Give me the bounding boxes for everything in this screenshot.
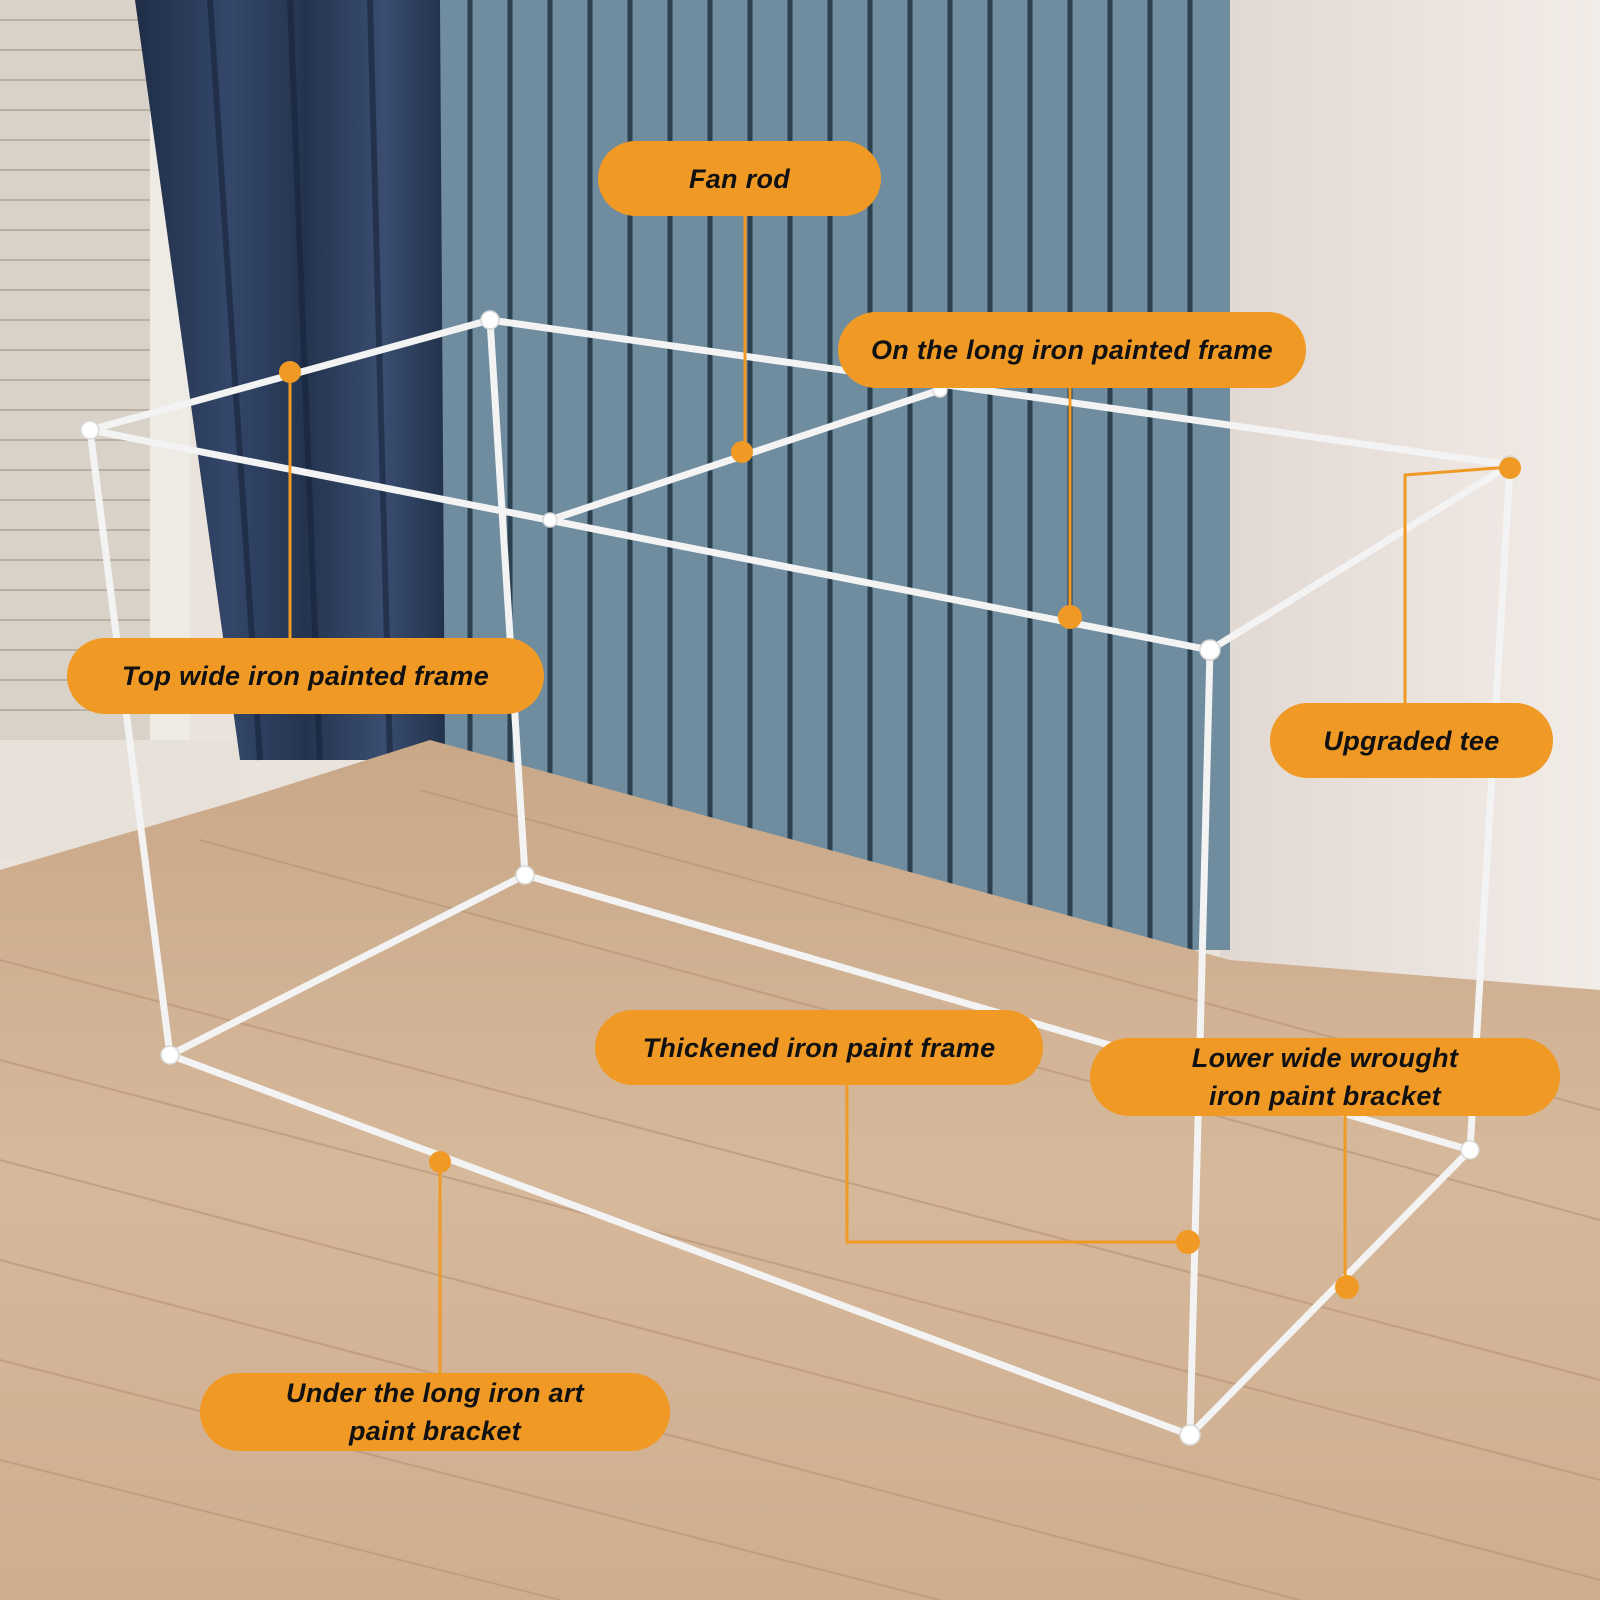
label-long-top-frame: On the long iron painted frame [838, 312, 1306, 388]
label-top-wide-frame-text: Top wide iron painted frame [121, 661, 490, 691]
label-upgraded-tee-text: Upgraded tee [1323, 725, 1500, 756]
curtain-folds [207, 0, 393, 761]
label-lower-wide-bracket-line1: Lower wide wrought [1191, 1043, 1459, 1073]
callout-dots [279, 361, 1521, 1299]
label-top-wide-frame: Top wide iron painted frame [67, 638, 544, 714]
dot-under-long-bracket [429, 1151, 451, 1173]
right-wall [1220, 0, 1600, 1010]
label-under-long-bracket-line1: Under the long iron art [286, 1378, 584, 1408]
label-long-top-frame-text: On the long iron painted frame [870, 335, 1274, 365]
label-thickened-frame-text: Thickened iron paint frame [642, 1032, 996, 1063]
dot-thickened-frame [1176, 1230, 1200, 1254]
dot-upgraded-tee [1499, 457, 1521, 479]
label-under-long-bracket: Under the long iron art paint bracket [200, 1373, 670, 1451]
dot-fan-rod [731, 441, 753, 463]
label-under-long-bracket-line2: paint bracket [349, 1416, 521, 1446]
label-fan-rod-text: Fan rod [688, 163, 791, 194]
dot-lower-wide-bracket [1335, 1275, 1359, 1299]
callout-leaders [288, 205, 1511, 1378]
dot-long-top-frame [1058, 605, 1082, 629]
leader-thickened-frame [845, 1065, 1188, 1244]
label-upgraded-tee: Upgraded tee [1270, 703, 1553, 778]
dot-top-wide-frame [279, 361, 301, 383]
label-thickened-frame: Thickened iron paint frame [595, 1010, 1043, 1085]
label-lower-wide-bracket: Lower wide wrought iron paint bracket [1090, 1038, 1560, 1116]
label-lower-wide-bracket-line2: iron paint bracket [1209, 1081, 1441, 1111]
tent-frame [86, 316, 1514, 1439]
label-fan-rod: Fan rod [598, 141, 881, 216]
leader-upgraded-tee [1403, 465, 1511, 705]
